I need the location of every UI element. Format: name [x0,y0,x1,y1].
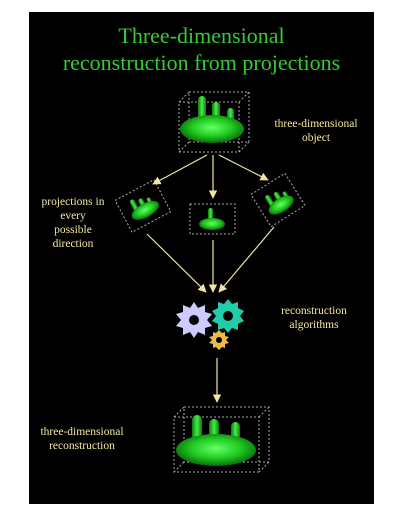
label-object-line-2: object [301,132,331,144]
gear-teal-icon [212,299,244,333]
label-algorithms-line-2: algorithms [289,319,339,331]
label-reconstruction-line-1: three-dimensional [40,426,124,438]
label-algorithms-line-1: reconstruction [281,305,347,317]
label-object: three-dimensional object [271,117,361,145]
label-projections-line-2: every [60,210,86,222]
arrows-to-algorithms [146,226,275,293]
label-algorithms: reconstruction algorithms [270,304,358,332]
label-object-line-1: three-dimensional [274,118,358,130]
object-box [178,91,250,153]
title-line-2: reconstruction from projections [62,50,341,75]
reconstruction-box [173,406,270,473]
label-projections-line-1: projections in [41,196,105,208]
projection-right [250,172,306,228]
gear-lavender-icon [176,302,212,338]
gear-gold-icon [209,330,229,350]
title-line-1: Three-dimensional [118,23,285,48]
label-reconstruction: three-dimensional reconstruction [31,425,133,453]
label-projections: projections in every possible direction [29,195,117,251]
arrows-to-projections [152,154,269,199]
label-projections-line-4: direction [52,238,94,250]
diagram-panel: Three-dimensional reconstruction from pr… [29,12,374,504]
projection-left [114,179,172,233]
projection-center [189,203,236,235]
label-reconstruction-line-2: reconstruction [49,440,115,452]
diagram-graphics [114,91,306,473]
label-projections-line-3: possible [54,224,92,236]
